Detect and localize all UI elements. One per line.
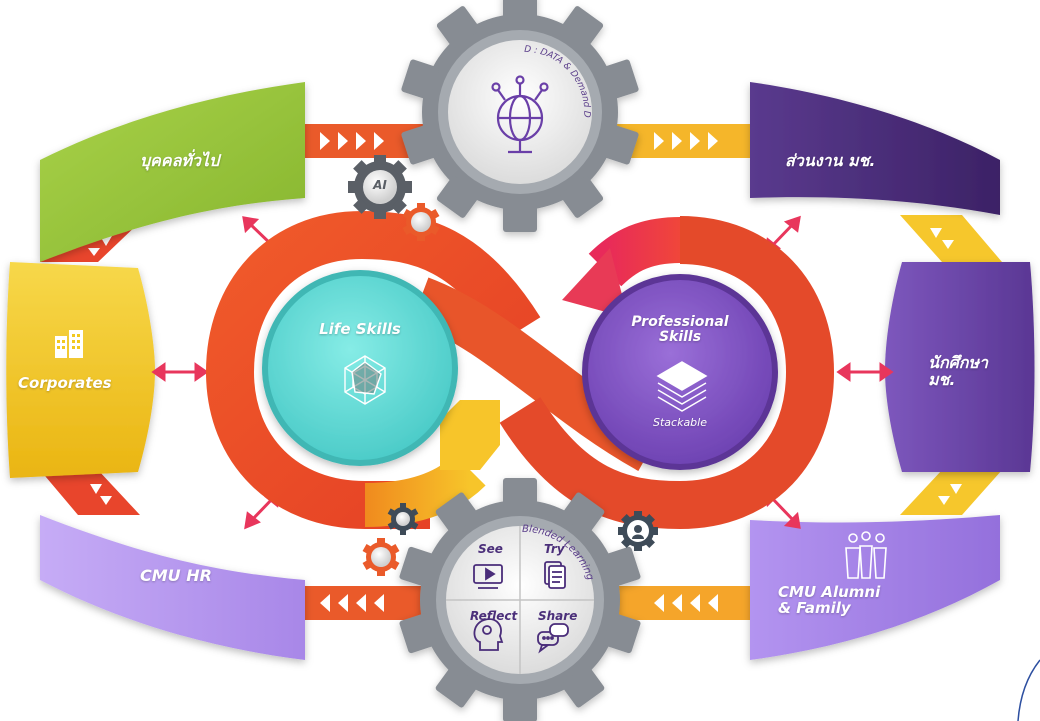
professional-skills-line1: Professional xyxy=(631,314,729,330)
label-alumni-family: CMU Alumni & Family xyxy=(778,583,881,617)
segment-cmu-hr xyxy=(40,515,305,660)
bottom-gear xyxy=(399,478,641,721)
building-icon xyxy=(55,330,83,358)
bottom-left-chevrons xyxy=(320,594,384,612)
small-gear-orange-bottom xyxy=(362,538,400,576)
ai-gear xyxy=(348,155,412,219)
document-icon xyxy=(544,561,566,589)
person-gear-icon xyxy=(618,511,658,551)
label-alumni-line1: CMU Alumni xyxy=(778,583,881,601)
stackable-label: Stackable xyxy=(652,416,707,429)
professional-skills-title: Professional Skills xyxy=(620,315,740,344)
life-skills-title: Life Skills xyxy=(319,320,401,338)
left-lower-connector xyxy=(40,470,140,515)
label-alumni-line2: & Family xyxy=(778,598,851,617)
ai-label: AI xyxy=(373,178,387,192)
radar-chart-icon xyxy=(344,355,386,405)
top-right-chevrons xyxy=(654,132,718,150)
label-corporates: Corporates xyxy=(18,374,112,392)
right-lower-connector xyxy=(900,470,1002,515)
professional-skills-line2: Skills xyxy=(658,328,702,345)
gear-dot-icon xyxy=(402,203,440,241)
decorative-corner-arc xyxy=(1017,659,1040,721)
segment-cmu-units xyxy=(750,82,1000,215)
arrow-alumni xyxy=(768,494,797,524)
chat-bubbles-icon xyxy=(537,623,569,654)
infinity-loop xyxy=(205,210,835,530)
quadrant-see: See xyxy=(478,542,503,556)
top-left-chevrons xyxy=(320,132,384,150)
top-gear xyxy=(401,0,639,232)
segment-alumni-family xyxy=(750,515,1000,660)
right-upper-connector xyxy=(900,215,1002,262)
label-general-public: บุคคลทั่วไป xyxy=(140,151,220,170)
segment-cmu-students xyxy=(885,262,1035,472)
segment-corporates xyxy=(6,262,155,478)
head-thinking-icon xyxy=(473,618,504,651)
video-screen-icon xyxy=(473,564,503,589)
right-lower-chevrons xyxy=(938,484,962,505)
quadrant-try: Try xyxy=(544,542,565,556)
label-cmu-students-line2: มช. xyxy=(928,369,956,389)
bottom-right-chevrons xyxy=(654,594,718,612)
small-gear-dark-bottom xyxy=(387,503,419,535)
globe-network-icon xyxy=(491,75,549,154)
segment-general-public xyxy=(40,82,305,262)
label-cmu-students-line1: นักศึกษา xyxy=(928,353,988,372)
quadrant-reflect: Reflect xyxy=(470,609,518,623)
left-lower-chevrons xyxy=(90,484,112,505)
loop-arrow-yellow xyxy=(440,400,500,470)
family-icon xyxy=(845,531,887,579)
quadrant-share: Share xyxy=(538,609,578,623)
label-cmu-units: ส่วนงาน มช. xyxy=(785,151,876,170)
loop-arrow-red xyxy=(562,248,628,318)
label-cmu-students: นักศึกษา มช. xyxy=(928,353,988,389)
right-upper-chevrons xyxy=(930,228,954,249)
layers-icon xyxy=(656,361,708,412)
label-cmu-hr: CMU HR xyxy=(140,566,212,585)
